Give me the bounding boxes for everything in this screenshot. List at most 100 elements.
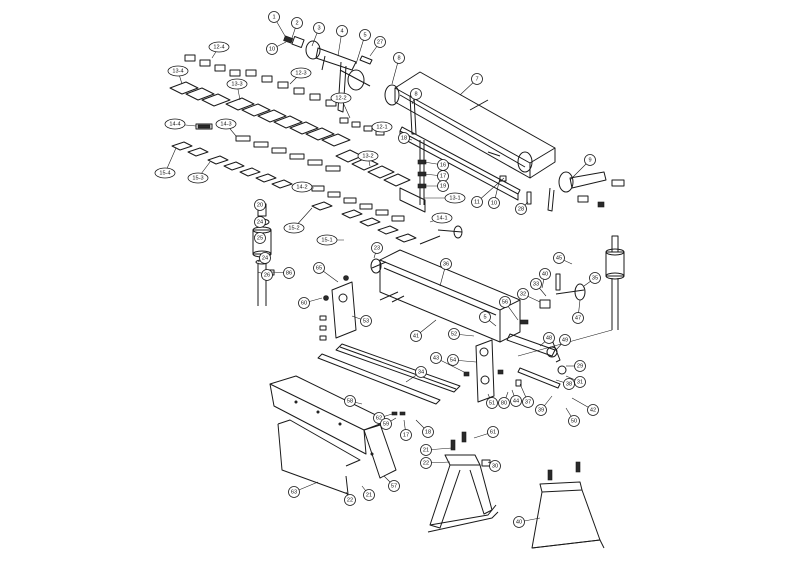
callout-label: 65 [316, 265, 322, 271]
callout-20: 20 [254, 199, 266, 211]
callout-bubble [448, 328, 460, 340]
callout-label: 22 [347, 497, 353, 503]
callout-bubble [357, 150, 379, 162]
callout-11: 11 [471, 177, 505, 208]
callout-60: 60 [298, 297, 323, 309]
callout-15-2: 15-2 [283, 207, 313, 234]
callout-bubble [422, 426, 434, 438]
callout-14-1: 14-1 [429, 212, 453, 224]
callout-label: 28 [518, 206, 524, 212]
callout-label: 17 [403, 432, 409, 438]
callout-29: 29 [566, 360, 586, 372]
callout-label: 21 [423, 447, 429, 453]
callout-label: 80 [501, 400, 507, 406]
callout-bubble [164, 118, 186, 130]
callout-bubble [410, 330, 422, 342]
right-handle-assembly [487, 151, 625, 212]
callout-33: 33 [530, 278, 547, 297]
callout-bubble [471, 196, 483, 208]
callout-bubble [553, 252, 565, 264]
callout-label: 13-1 [449, 195, 460, 201]
callout-label: 8 [397, 55, 400, 61]
callout-label: 24 [257, 219, 263, 225]
callout-bubble [447, 354, 459, 366]
callout-bubble [254, 232, 266, 244]
callout-54: 54 [447, 354, 477, 366]
callout-label: 24 [262, 255, 268, 261]
callout-label: 26 [264, 272, 270, 278]
callout-label: 52 [451, 331, 457, 337]
long-blade [317, 343, 461, 405]
finger-blocks [169, 54, 417, 243]
callout-1: 1 [268, 11, 286, 37]
callout-label: 25 [257, 235, 263, 241]
callout-bubble [420, 444, 432, 456]
callout-bubble [522, 396, 534, 408]
callout-bubble [479, 311, 491, 323]
callout-label: 56 [502, 299, 508, 305]
block-row-12-3 [245, 69, 337, 107]
callout-label: 2 [295, 20, 298, 26]
callout-bubble [400, 429, 412, 441]
callout-label: 86 [286, 270, 292, 276]
callout-4: 4 [336, 25, 348, 57]
callout-bubble [288, 486, 300, 498]
callout-label: 60 [301, 300, 307, 306]
callout-label: 12-1 [376, 124, 387, 130]
callout-label: 10 [269, 46, 275, 52]
right-roller [517, 235, 625, 357]
callout-53: 53 [351, 315, 372, 327]
callout-15-4: 15-4 [154, 147, 177, 179]
callout-3: 3 [311, 22, 325, 47]
callout-24: 24 [257, 252, 271, 264]
callout-label: 17 [440, 173, 446, 179]
callout-label: 42 [590, 407, 596, 413]
callout-32: 32 [517, 288, 541, 303]
block-row-14-2 [311, 185, 405, 222]
callout-bubble [363, 489, 375, 501]
callout-label: 21 [366, 492, 372, 498]
callout-label: 13-4 [172, 68, 183, 74]
callout-bubble [261, 269, 273, 281]
callout-label: 15-1 [321, 237, 332, 243]
callout-label: 35 [592, 275, 598, 281]
callout-18: 18 [415, 419, 434, 438]
callout-43: 43 [430, 352, 465, 373]
callout-2: 2 [291, 17, 303, 39]
callout-label: 40 [516, 519, 522, 525]
callout-13-2: 13-2 [357, 150, 379, 167]
callout-bubble [471, 73, 483, 85]
callout-14-4: 14-4 [164, 118, 197, 130]
callout-bubble [513, 516, 525, 528]
callout-5: 5 [479, 311, 497, 327]
callout-49: 49 [555, 334, 571, 351]
callout-label: 30 [492, 463, 498, 469]
block-row-15-3 [207, 155, 293, 189]
leader-line [476, 177, 505, 203]
callout-bubble [530, 278, 542, 290]
callout-9: 9 [569, 154, 596, 181]
callout-bubble [589, 272, 601, 284]
callout-label: 15-2 [288, 225, 299, 231]
callout-bubble [374, 36, 386, 48]
callout-23: 23 [371, 242, 383, 259]
callout-label: 13-2 [362, 153, 373, 159]
callout-label: 18 [401, 135, 407, 141]
callout-13-4: 13-4 [167, 65, 189, 85]
block-row-13-3 [225, 97, 351, 147]
callout-bubble [380, 418, 392, 430]
callout-48: 48 [539, 332, 555, 347]
callout-40: 40 [539, 268, 551, 289]
callout-17: 17 [423, 170, 449, 182]
callout-bubble [371, 242, 383, 254]
callout-bubble [266, 43, 278, 55]
callout-bubble [437, 180, 449, 192]
callout-63: 63 [288, 481, 319, 498]
block-row-15-4 [171, 141, 209, 157]
callout-label: 33 [533, 281, 539, 287]
callout-bubble [431, 212, 453, 224]
callout-bubble [344, 395, 356, 407]
callout-label: 43 [433, 355, 439, 361]
callout-bubble [572, 312, 584, 324]
callout-17: 17 [400, 419, 412, 441]
